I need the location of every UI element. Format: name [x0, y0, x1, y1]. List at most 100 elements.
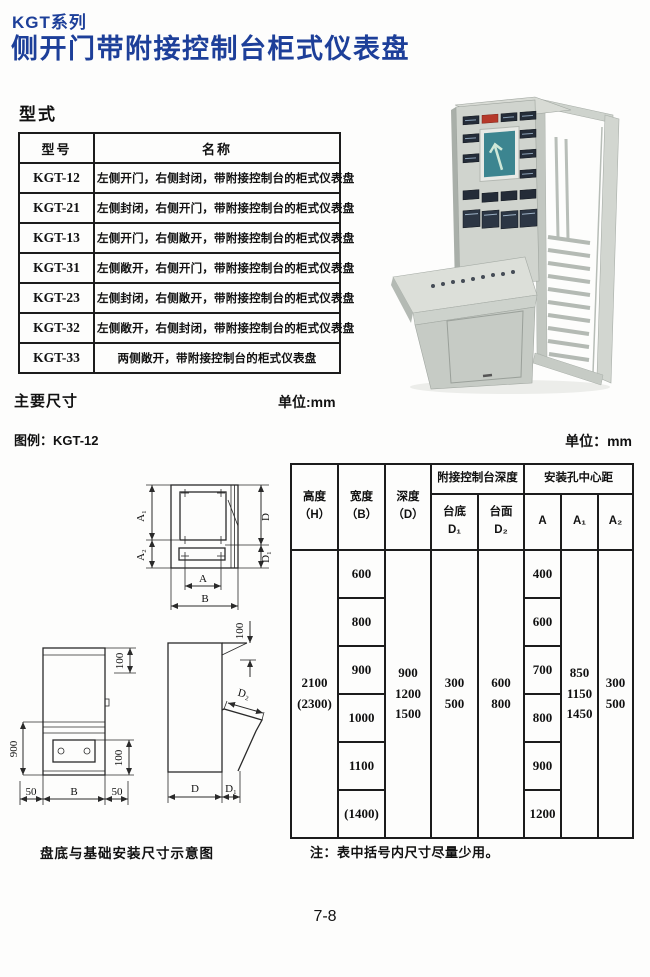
a1-values: 850 1150 1450: [560, 549, 599, 839]
dim-label-a1: A₁: [135, 510, 147, 522]
table-row: 1000 800: [291, 693, 633, 743]
a-value: 400: [523, 549, 562, 599]
col-header-a2: A₂: [596, 493, 635, 551]
model-name: 左侧封闭，右侧敞开，带附接控制台的柜式仪表盘: [93, 282, 354, 314]
a-value: 800: [523, 693, 562, 743]
legend-label: 图例：KGT-12: [14, 433, 99, 448]
dim-label-100-top: 100: [114, 652, 126, 669]
table-row: (1400) 1200: [291, 789, 633, 839]
table-row: KGT-21 左侧封闭，右侧开门，带附接控制台的柜式仪表盘: [18, 192, 354, 224]
model-id: KGT-13: [18, 222, 95, 254]
pedestal: [414, 306, 536, 390]
table-row: 2100 (2300) 600 900 1200 1500 300 500 60…: [290, 549, 635, 839]
width-value: (1400): [337, 789, 386, 839]
dims-header-row-1: 高度 （H） 宽度 （B） 深度 （D） 附接控制台深度 安装孔中心距: [290, 463, 635, 551]
model-id: KGT-23: [18, 282, 95, 314]
dim-label-100: 100: [234, 622, 246, 639]
col-header-height: 高度 （H）: [290, 463, 339, 551]
dim-label-50-right: 50: [112, 786, 124, 798]
model-id: KGT-33: [18, 342, 95, 374]
model-name: 左侧开门，右侧敞开，带附接控制台的柜式仪表盘: [93, 222, 354, 254]
model-id: KGT-31: [18, 252, 95, 284]
instrument-grid: [462, 110, 538, 230]
col-header-console-bottom: 台底 D₁: [430, 493, 479, 551]
models-header-row: 型号 名称: [18, 132, 341, 164]
table-row: 1100 900: [291, 741, 633, 791]
dimensions-table: 高度 （H） 宽度 （B） 深度 （D） 附接控制台深度 安装孔中心距 台底 D…: [290, 463, 635, 839]
width-value: 1100: [337, 741, 386, 791]
unit-label: 单位:mm: [278, 394, 336, 410]
model-id: KGT-21: [18, 192, 95, 224]
front-view-drawing: 100 900 100 50 B 50: [10, 647, 136, 805]
screen-arrow: [488, 142, 504, 171]
table-row: KGT-13 左侧开门，右侧敞开，带附接控制台的柜式仪表盘: [18, 222, 354, 254]
model-name: 左侧开门，右侧封闭，带附接控制台的柜式仪表盘: [93, 162, 354, 194]
depth-values: 900 1200 1500: [384, 549, 432, 839]
series-title: KGT系列: [12, 13, 87, 32]
width-value: 800: [337, 597, 386, 647]
top-view-drawing: A₁ A₂ D D₁ A B: [135, 484, 272, 610]
instrument-panel: [451, 96, 572, 288]
table-row: 800 600: [291, 597, 633, 647]
dim-label-100-bottom: 100: [113, 749, 125, 766]
col-header-a: A: [523, 493, 562, 551]
desk-left-edge: [391, 277, 413, 323]
col-header-width: 宽度 （B）: [337, 463, 386, 551]
col-header-a1: A₁: [560, 493, 599, 551]
dim-label-d: D: [260, 513, 272, 521]
console-desk: [391, 256, 538, 390]
pedestal-door: [446, 310, 524, 384]
model-name: 左侧封闭，右侧开门，带附接控制台的柜式仪表盘: [93, 192, 354, 224]
dim-label-b: B: [201, 593, 208, 605]
a-value: 900: [523, 741, 562, 791]
dim-label-d1: D₁: [260, 551, 272, 563]
model-name: 左侧敞开，右侧封闭，带附接控制台的柜式仪表盘: [93, 312, 354, 344]
console-bottom-values: 300 500: [430, 549, 479, 839]
desk-buttons: [431, 270, 515, 288]
table-row: KGT-33 两侧敞开，带附接控制台的柜式仪表盘: [18, 342, 341, 374]
width-value: 600: [337, 549, 386, 599]
drawing-caption: 盘底与基础安装尺寸示意图: [40, 846, 214, 861]
height-values: 2100 (2300): [290, 549, 339, 839]
page-number: 7-8: [313, 908, 337, 925]
dim-label-d2: D₂: [237, 687, 252, 702]
a-value: 700: [523, 645, 562, 695]
dim-label-b: B: [70, 786, 77, 798]
a2-values: 300 500: [596, 549, 635, 839]
width-value: 1000: [337, 693, 386, 743]
table-row: KGT-31 左侧敞开，右侧开门，带附接控制台的柜式仪表盘: [18, 252, 354, 284]
red-instrument: [481, 113, 499, 124]
console-top-values: 600 800: [477, 549, 525, 839]
monitor-screen: [484, 130, 515, 178]
dim-label-a2: A₂: [135, 549, 147, 561]
table-row: KGT-32 左侧敞开，右侧封闭，带附接控制台的柜式仪表盘: [18, 312, 354, 344]
door-handle: [482, 373, 493, 378]
col-group-mounting-holes: 安装孔中心距: [522, 463, 635, 495]
dim-label-900: 900: [10, 740, 20, 757]
table-row: KGT-12 左侧开门，右侧封闭，带附接控制台的柜式仪表盘: [18, 162, 354, 194]
models-heading: 型式: [19, 105, 57, 124]
col-header-name: 名称: [93, 132, 341, 164]
unit-label-table: 单位：mm: [565, 433, 632, 449]
side-view-drawing: 100 D₂ D D₁: [167, 621, 265, 803]
col-header-model: 型号: [18, 132, 95, 164]
dimensions-heading: 主要尺寸: [14, 393, 79, 410]
open-frame: [532, 97, 620, 386]
table-note: 注：表中括号内尺寸尽量少用。: [310, 845, 500, 860]
col-header-depth: 深度 （D）: [384, 463, 432, 551]
page-title: 侧开门带附接控制台柜式仪表盘: [11, 34, 410, 64]
model-name: 两侧敞开，带附接控制台的柜式仪表盘: [93, 342, 341, 374]
product-photo: [391, 96, 620, 394]
table-row: 900 700: [291, 645, 633, 695]
model-name: 左侧敞开，右侧开门，带附接控制台的柜式仪表盘: [93, 252, 354, 284]
dim-label-d1: D₁: [225, 783, 237, 795]
a-value: 1200: [523, 789, 562, 839]
dim-label-a: A: [199, 573, 207, 585]
table-row: KGT-23 左侧封闭，右侧敞开，带附接控制台的柜式仪表盘: [18, 282, 354, 314]
dims-header-row-2: 台底 D₁ 台面 D₂ A A₁ A₂: [291, 493, 635, 551]
dim-label-d: D: [191, 783, 199, 795]
mounting-hole-marks: [181, 489, 225, 560]
models-table: 型号 名称 KGT-12 左侧开门，右侧封闭，带附接控制台的柜式仪表盘 KGT-…: [18, 132, 354, 374]
panel-left-edge: [451, 107, 460, 288]
